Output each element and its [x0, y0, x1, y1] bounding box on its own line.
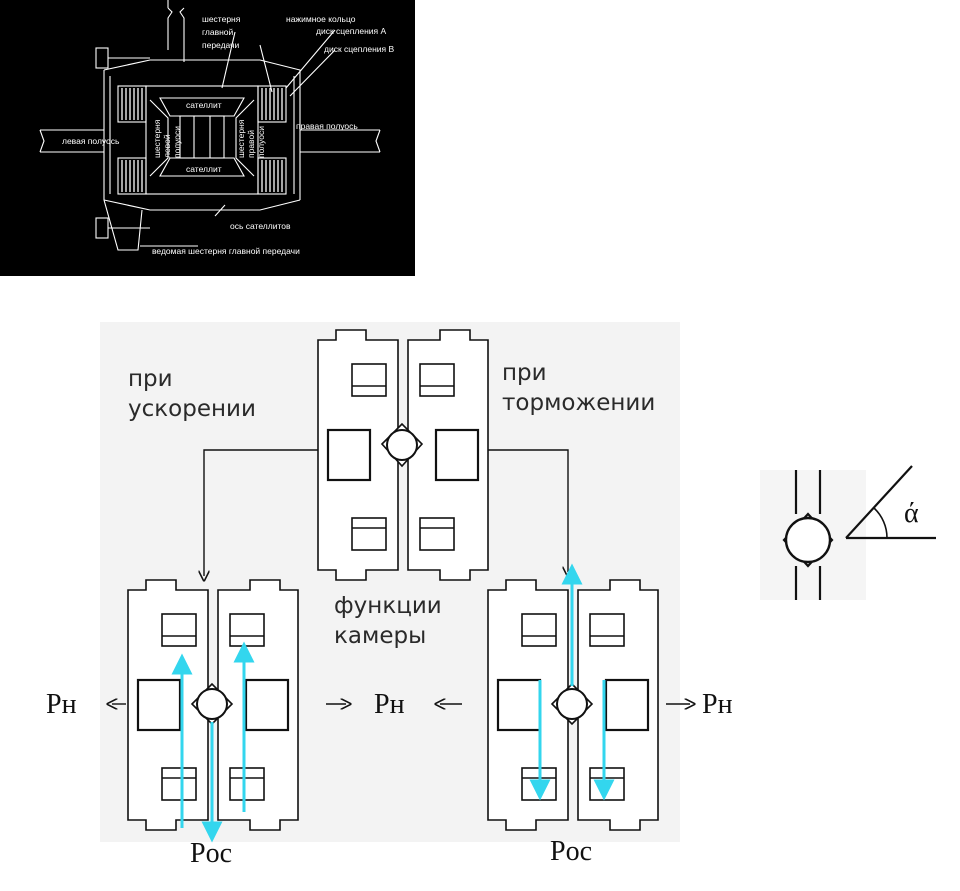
label-angle-symbol: ά [904, 498, 919, 529]
label-driven-gear: ведомая шестерня главной передачи [152, 246, 300, 256]
label-right-axle-gear-3: полуоси [256, 126, 266, 158]
label-clutch-disc-b: диск сцепления В [324, 44, 394, 54]
label-left-axle: левая полуось [62, 136, 120, 146]
cam-assembly-braking [486, 563, 660, 832]
cam-function-diagram: при ускорении при торможении функции кам… [46, 322, 733, 869]
label-braking-1: при [502, 360, 547, 386]
arrow-to-braking [488, 449, 568, 572]
label-satellite-bottom: сателлит [186, 164, 222, 174]
angle-ray [845, 465, 913, 539]
label-drive-gear-2: главной [202, 27, 234, 37]
label-left-axle-gear-3: полуоси [172, 126, 182, 158]
label-pressure-ring: нажимное кольцо [286, 14, 356, 24]
label-pn-right: Pн [702, 689, 733, 720]
label-pos-right: Poc [550, 836, 592, 867]
label-cam-functions-2: камеры [334, 623, 426, 649]
label-acceleration-1: при [128, 366, 173, 392]
label-drive-gear-3: передачи [202, 40, 240, 50]
label-pn-left: Pн [46, 689, 77, 720]
label-clutch-disc-a: диск сцепления А [316, 26, 386, 36]
angle-detail-diagram: ά [760, 465, 936, 600]
label-cam-functions-1: функции [334, 593, 442, 619]
label-drive-gear-1: шестерня [202, 14, 241, 24]
label-braking-2: торможении [502, 390, 655, 416]
angle-arc [873, 507, 888, 539]
label-satellite-top: сателлит [186, 100, 222, 110]
arrow-to-acceleration [204, 449, 318, 576]
label-right-axle: правая полуось [296, 121, 358, 131]
label-acceleration-2: ускорении [128, 396, 256, 422]
differential-cross-section: шестерня главной передачи нажимное кольц… [0, 0, 415, 276]
label-pn-mid: Pн [374, 689, 405, 720]
cam-assembly-neutral [316, 328, 490, 582]
label-satellite-axis: ось сателлитов [230, 221, 291, 231]
cam-assembly-acceleration [126, 578, 300, 843]
cam-ball [784, 516, 832, 564]
diagram-background [0, 0, 415, 276]
label-left-axle-gear-2: левой [162, 134, 172, 158]
label-right-axle-gear-1: шестерня [236, 119, 246, 158]
label-pos-left: Poc [190, 838, 232, 869]
label-left-axle-gear-1: шестерня [152, 119, 162, 158]
label-right-axle-gear-2: правой [246, 130, 256, 158]
